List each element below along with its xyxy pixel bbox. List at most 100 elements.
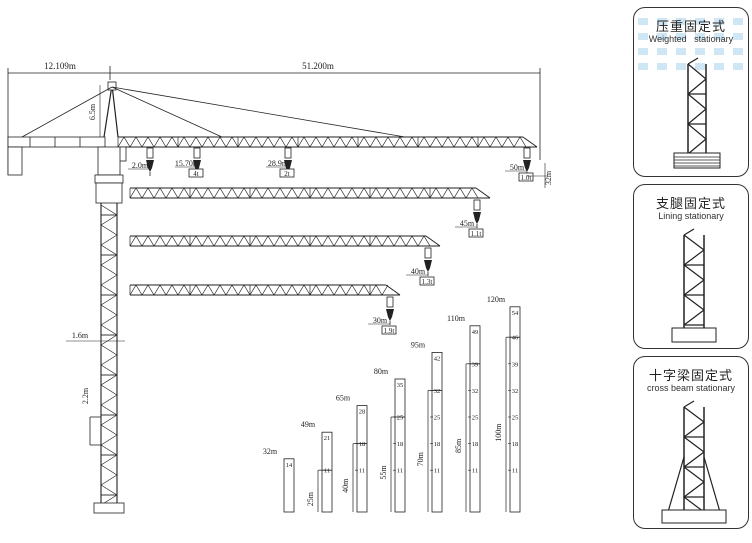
support-leg [703,456,721,513]
mast-line [683,249,705,266]
mast-brace [100,204,118,216]
alt-jib-load-1-load: 1.3t [422,278,433,286]
column-marker-label: 32 [434,388,441,395]
column-free-height-label: 70m [416,451,425,466]
mast-brace [100,294,118,306]
panel-title-cn: 十字梁固定式 [648,369,733,384]
dot-pattern [657,33,667,40]
mast-line [687,78,707,95]
height-column [469,325,481,513]
mast-brace [100,274,118,286]
panel-title-cn: 支腿固定式 [655,197,726,212]
weighted-base-illustration [638,18,743,169]
height-column [509,306,521,513]
hook-icon [386,309,394,321]
panel-lining-stationary: 支腿固定式 Lining stationary [633,184,749,349]
mast-brace [100,254,118,266]
lining-base-illustration [671,228,717,343]
mast-line [683,228,695,236]
main-jib-load-2-load-box [279,168,295,178]
mast-brace [100,214,118,226]
section-height-label: 2.2m [81,387,90,404]
column-marker-label: 18 [359,441,366,448]
hook-icon [473,212,481,224]
mast-line [683,481,705,498]
mast-line [683,294,705,311]
dot-pattern [714,33,724,40]
mast-brace [100,234,118,246]
column-marker-label: 18 [434,441,441,448]
hook-icon [146,160,154,172]
hook-height-label: 32m [544,170,553,185]
main-jib-load-3-load-box [518,172,534,182]
mast-line [687,93,707,110]
mast-brace [100,474,118,486]
hook-icon-trolley [424,247,432,259]
column-top-section-label: 21 [324,435,331,442]
dot-pattern [714,48,724,55]
dot-pattern [657,63,667,70]
counter-jib [7,136,106,148]
mast-brace [100,364,118,376]
alt-jib-load-0-radius: 45m [460,219,475,228]
support-leg [667,456,685,513]
mast-line [687,108,707,125]
cross-beam-base-illustration [661,400,727,524]
main-jib-load-1-radius: 15.70m [175,159,200,168]
dot-pattern [676,18,686,25]
mast-line [687,63,707,80]
alt-jib-load-1-load-box [419,276,435,286]
column-marker-label: 25 [472,415,479,422]
mast-brace [100,424,118,436]
column-marker-label: 46 [512,335,519,342]
dot-pattern [638,33,648,40]
alt-jib-0 [129,187,491,199]
mast-line [683,406,705,423]
hook-icon-trolley [193,147,201,159]
height-column [283,458,295,513]
slewing-ring [94,174,124,184]
hook-icon [193,160,201,172]
column-total-height-label: 65m [336,394,351,403]
dot-pattern [676,48,686,55]
column-top-section-label: 35 [397,382,404,389]
column-marker-label: 11 [324,468,330,475]
alt-jib-load-1-radius: 40m [411,267,426,276]
counter-jib-length-label: 12.109m [44,61,76,71]
tower-apex [107,81,117,91]
column-marker-label: 25 [434,415,441,422]
height-column [356,405,368,513]
mast-brace [100,314,118,326]
panel-title-en: Weighted stationary [648,34,734,44]
column-free-height-label: 100m [494,423,503,442]
mast-brace [100,444,118,456]
height-column [431,351,443,513]
mast-brace [100,384,118,396]
main-jib-load-2-radius: 28.9m [268,159,289,168]
panel-weighted-stationary: 压重固定式 Weighted stationary [633,7,749,177]
column-total-height-label: 95m [411,340,426,349]
column-top-section-label: 42 [434,355,441,362]
mast-brace [100,374,118,386]
panel-title-en: cross beam stationary [646,383,736,393]
hook-icon-trolley [473,199,481,211]
dot-pattern [714,18,724,25]
column-marker-label: 18 [472,441,479,448]
alt-jib-2 [129,284,401,296]
column-marker-label: 25 [512,415,519,422]
cross-beam-base [661,509,727,524]
mast-line [683,309,705,326]
column-top-section-label: 28 [359,409,366,416]
dot-pattern [638,63,648,70]
counter-jib-tie [21,86,113,138]
hook-icon [424,260,432,272]
mast-line [683,436,705,453]
mast-brace [100,404,118,416]
mast-base [93,502,125,514]
mast-width-label: 1.6m [72,331,89,340]
panel-title-cn: 压重固定式 [655,20,726,35]
mast-brace [100,344,118,356]
mast-brace [100,264,118,276]
mast-brace [100,394,118,406]
